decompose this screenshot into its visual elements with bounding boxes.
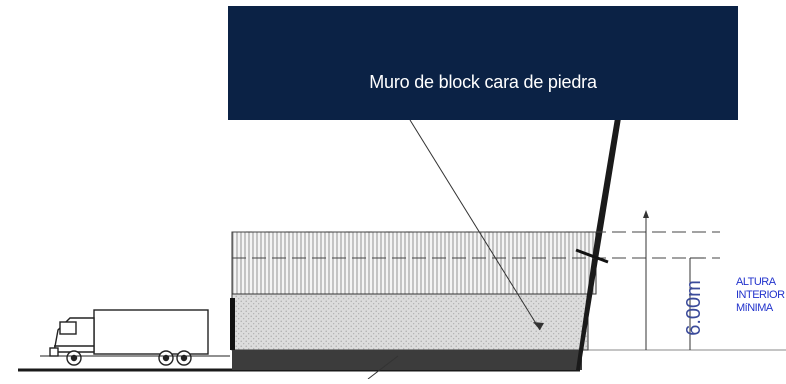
height-note-line2: INTERIOR bbox=[736, 289, 785, 301]
dimension-label: 6.00m bbox=[683, 280, 705, 336]
callout-box: Muro de block cara de piedra bbox=[228, 6, 738, 120]
slanted-right-wall bbox=[576, 112, 622, 370]
height-note-line3: MíNIMA bbox=[736, 302, 773, 314]
truck-icon bbox=[40, 309, 230, 366]
callout-leader-arrow bbox=[533, 322, 544, 330]
base-leader-line bbox=[367, 355, 399, 380]
callout-text: Muro de block cara de piedra bbox=[369, 72, 597, 92]
left-wall-edge bbox=[230, 298, 235, 350]
stone-block-band bbox=[231, 293, 589, 351]
callout-leader-line bbox=[409, 119, 541, 331]
height-note-line1: ALTURA bbox=[736, 276, 776, 288]
height-note: ALTURA INTERIOR MíNIMA bbox=[736, 276, 785, 315]
dimension-arrow-top bbox=[643, 210, 649, 218]
upper-cladding-band bbox=[231, 231, 597, 295]
base-band bbox=[232, 350, 582, 370]
wall-tick bbox=[575, 248, 609, 264]
